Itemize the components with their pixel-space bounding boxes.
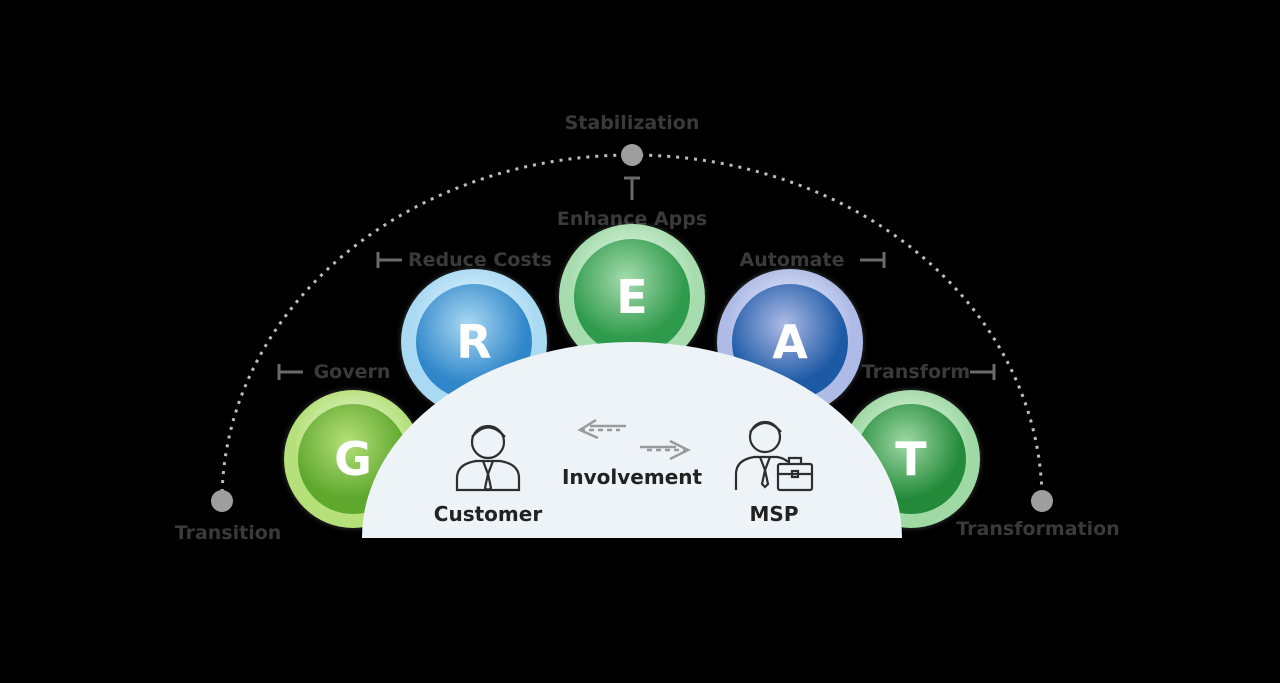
msp-icon xyxy=(734,420,814,492)
label-enhance-apps: Enhance Apps xyxy=(556,208,708,230)
customer-icon xyxy=(455,424,521,492)
involvement-label: Involvement xyxy=(561,465,703,489)
exchange-arrows-icon xyxy=(577,418,691,461)
letter-e: E xyxy=(573,238,691,356)
transformation-node xyxy=(1031,490,1053,512)
label-govern: Govern xyxy=(313,361,391,383)
connector-ticks xyxy=(277,176,996,380)
msp-label: MSP xyxy=(749,502,799,526)
stage-label-right: Transformation xyxy=(956,518,1120,540)
label-transform: Transform xyxy=(861,361,971,383)
label-automate: Automate xyxy=(739,249,845,271)
stage-label-left: Transition xyxy=(174,522,282,544)
transition-node xyxy=(211,490,233,512)
label-reduce-costs: Reduce Costs xyxy=(407,249,553,271)
stabilization-node xyxy=(621,144,643,166)
stage-label-top: Stabilization xyxy=(564,112,700,134)
customer-label: Customer xyxy=(433,502,543,526)
